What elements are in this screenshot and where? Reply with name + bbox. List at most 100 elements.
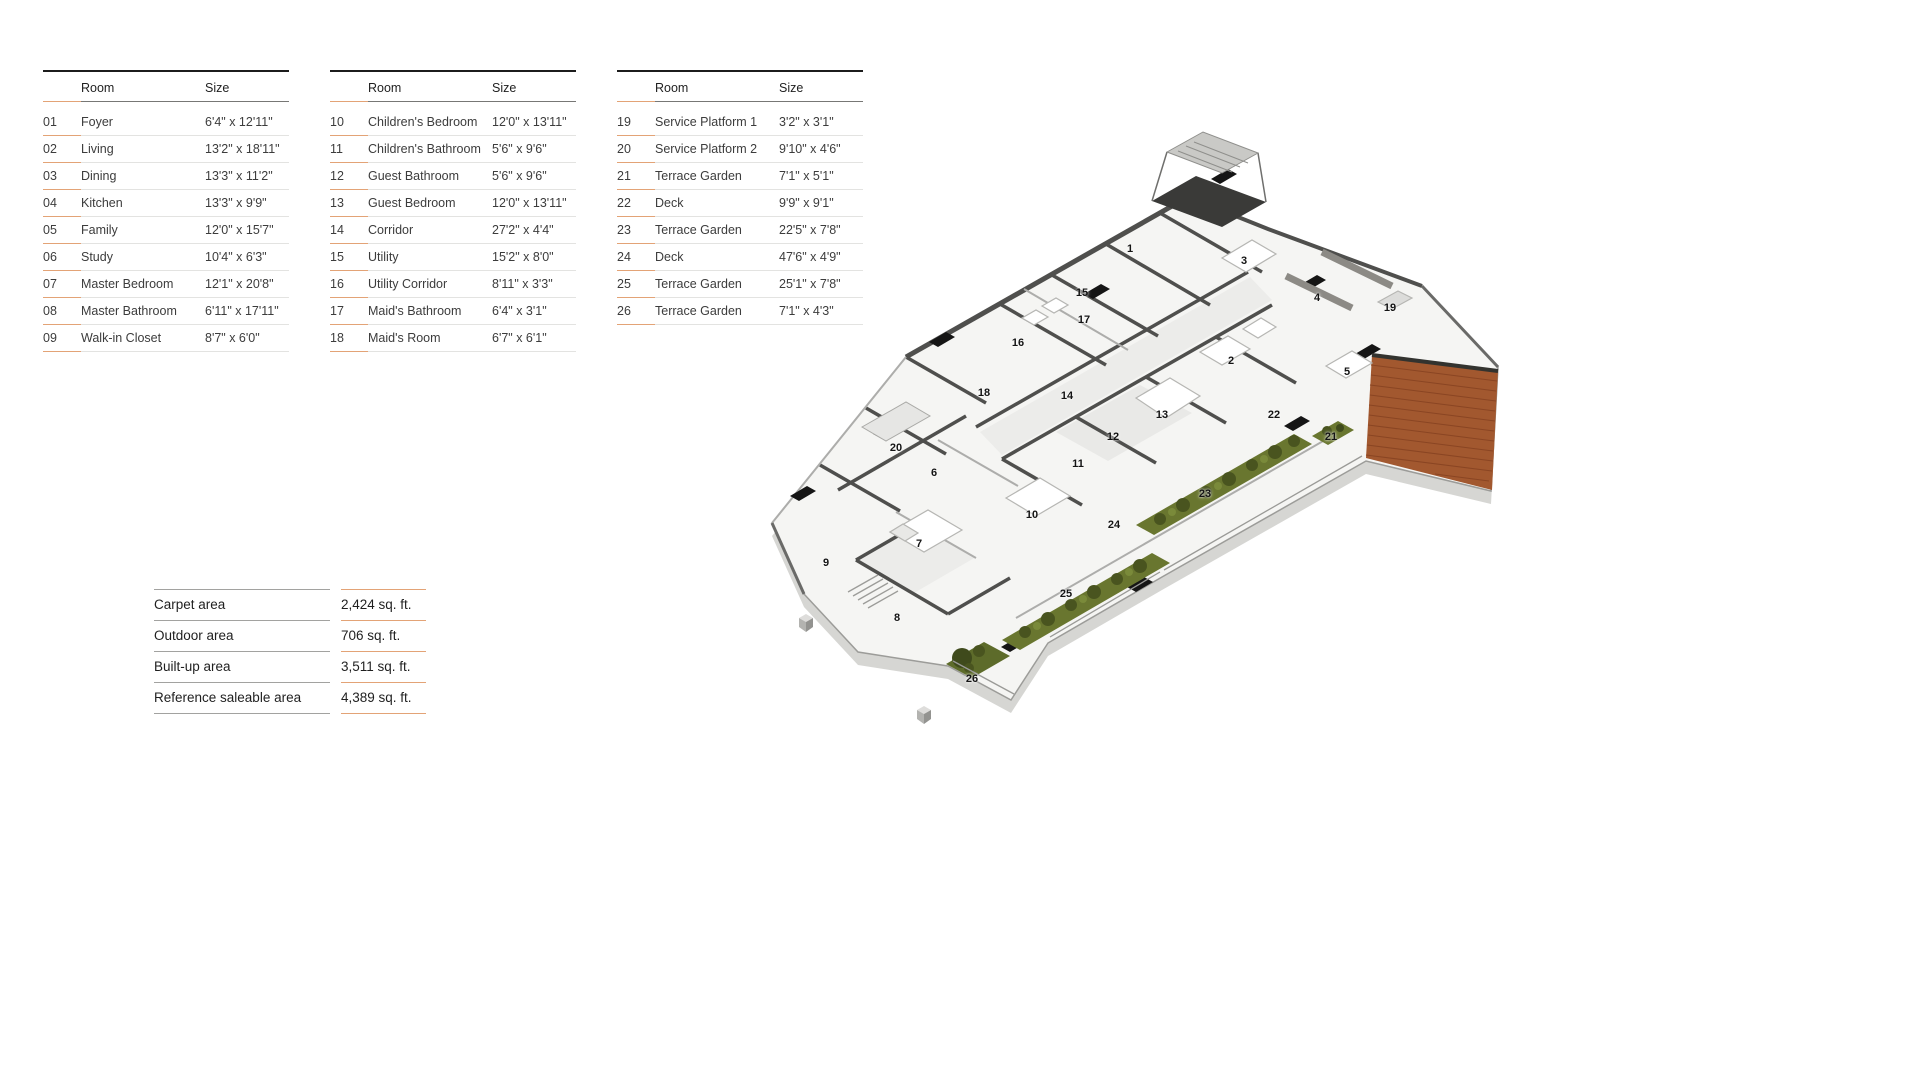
plan-label-19: 19 <box>1383 302 1397 314</box>
room-size: 7'1" x 5'1" <box>779 163 863 190</box>
room-name: Terrace Garden <box>655 298 779 325</box>
terrace-railing <box>952 455 1363 695</box>
room-number: 05 <box>43 217 81 244</box>
room-name: Corridor <box>368 217 492 244</box>
room-name: Family <box>81 217 205 244</box>
room-name: Kitchen <box>81 190 205 217</box>
room-number: 13 <box>330 190 368 217</box>
plan-label-25: 25 <box>1059 588 1073 600</box>
column-header-room: Room <box>81 72 205 102</box>
room-number: 24 <box>617 244 655 271</box>
plan-label-22: 22 <box>1267 409 1281 421</box>
room-number: 22 <box>617 190 655 217</box>
summary-row: Outdoor area 706 sq. ft. <box>154 620 426 651</box>
room-size: 10'4" x 6'3" <box>205 244 289 271</box>
header-spacer <box>330 72 368 102</box>
room-name: Terrace Garden <box>655 217 779 244</box>
room-name: Utility Corridor <box>368 271 492 298</box>
room-name: Service Platform 1 <box>655 102 779 136</box>
room-number: 20 <box>617 136 655 163</box>
room-size: 5'6" x 9'6" <box>492 163 576 190</box>
room-number: 01 <box>43 102 81 136</box>
plan-label-20: 20 <box>889 442 903 454</box>
room-size: 15'2" x 8'0" <box>492 244 576 271</box>
room-size: 7'1" x 4'3" <box>779 298 863 325</box>
room-name: Foyer <box>81 102 205 136</box>
room-number: 17 <box>330 298 368 325</box>
plan-label-16: 16 <box>1011 337 1025 349</box>
header-spacer <box>43 72 81 102</box>
room-name: Study <box>81 244 205 271</box>
roof-stack <box>1151 131 1267 227</box>
room-name: Utility <box>368 244 492 271</box>
room-number: 26 <box>617 298 655 325</box>
stairs <box>847 574 899 609</box>
summary-gap <box>330 589 341 620</box>
column-header-room: Room <box>655 72 779 102</box>
room-size: 5'6" x 9'6" <box>492 136 576 163</box>
room-size: 12'0" x 13'11" <box>492 190 576 217</box>
room-name: Deck <box>655 244 779 271</box>
room-name: Guest Bathroom <box>368 163 492 190</box>
room-size: 6'11" x 17'11" <box>205 298 289 325</box>
plan-label-18: 18 <box>977 387 991 399</box>
room-name: Master Bathroom <box>81 298 205 325</box>
room-number: 03 <box>43 163 81 190</box>
furniture <box>888 239 1414 553</box>
room-size: 6'4" x 3'1" <box>492 298 576 325</box>
summary-label: Reference saleable area <box>154 682 330 714</box>
room-number: 14 <box>330 217 368 244</box>
room-size: 25'1" x 7'8" <box>779 271 863 298</box>
room-size: 6'4" x 12'11" <box>205 102 289 136</box>
summary-value: 706 sq. ft. <box>341 620 426 651</box>
room-size: 13'2" x 18'11" <box>205 136 289 163</box>
room-number: 21 <box>617 163 655 190</box>
room-size: 3'2" x 3'1" <box>779 102 863 136</box>
plan-label-9: 9 <box>822 557 830 569</box>
room-name: Maid's Bathroom <box>368 298 492 325</box>
room-size: 27'2" x 4'4" <box>492 217 576 244</box>
header-spacer <box>617 72 655 102</box>
room-number: 19 <box>617 102 655 136</box>
plan-label-15: 15 <box>1075 287 1089 299</box>
plan-label-17: 17 <box>1077 314 1091 326</box>
room-name: Guest Bedroom <box>368 190 492 217</box>
summary-label: Built-up area <box>154 651 330 682</box>
room-size: 9'9" x 9'1" <box>779 190 863 217</box>
room-number: 15 <box>330 244 368 271</box>
plan-label-4: 4 <box>1313 292 1321 304</box>
room-number: 06 <box>43 244 81 271</box>
plan-label-11: 11 <box>1072 458 1084 470</box>
room-size: 6'7" x 6'1" <box>492 325 576 352</box>
summary-gap <box>330 651 341 682</box>
room-number: 04 <box>43 190 81 217</box>
room-name: Living <box>81 136 205 163</box>
column-header-size: Size <box>205 72 289 102</box>
plan-label-8: 8 <box>893 612 901 624</box>
plan-label-2: 2 <box>1227 355 1235 367</box>
column-header-room: Room <box>368 72 492 102</box>
floorplan-rendering <box>770 131 1500 724</box>
summary-label: Outdoor area <box>154 620 330 651</box>
room-size: 12'1" x 20'8" <box>205 271 289 298</box>
summary-label: Carpet area <box>154 589 330 620</box>
room-name: Service Platform 2 <box>655 136 779 163</box>
